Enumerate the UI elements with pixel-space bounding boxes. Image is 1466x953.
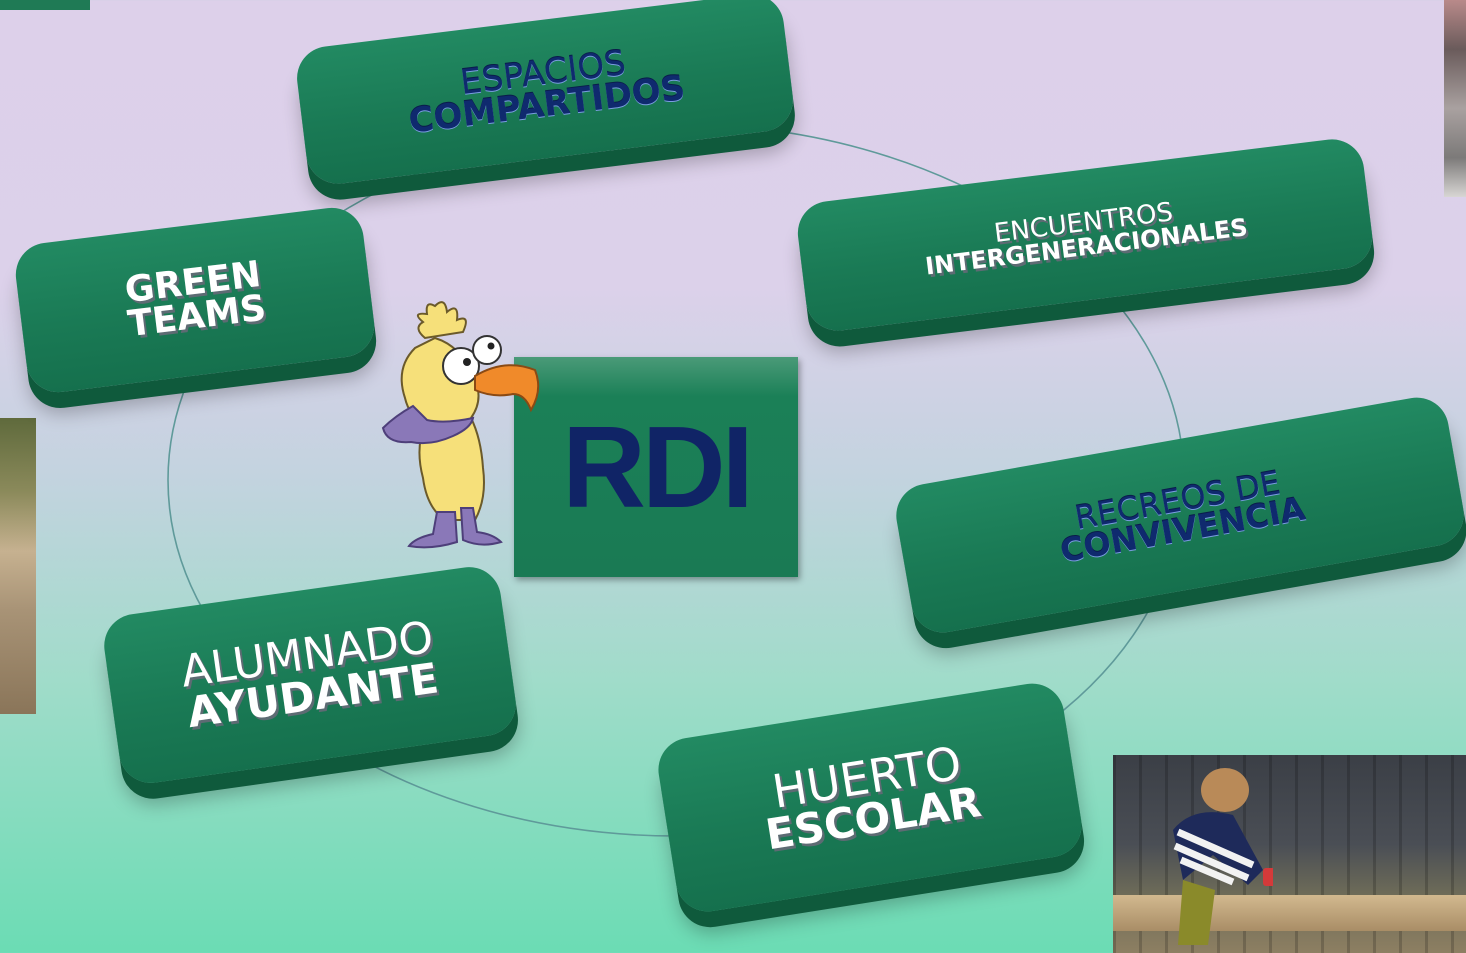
center-rdi-label: RDI [562,402,754,532]
photo-garden-bed [1113,895,1466,931]
photo-left-middle [0,418,36,714]
photo-school-garden [1113,755,1466,953]
photo-right-top [1444,0,1466,197]
corner-tab [0,0,90,10]
center-rdi-box: RDI [514,357,798,577]
mascot-bird-icon [381,301,540,549]
photo-child-figure [1173,768,1273,945]
